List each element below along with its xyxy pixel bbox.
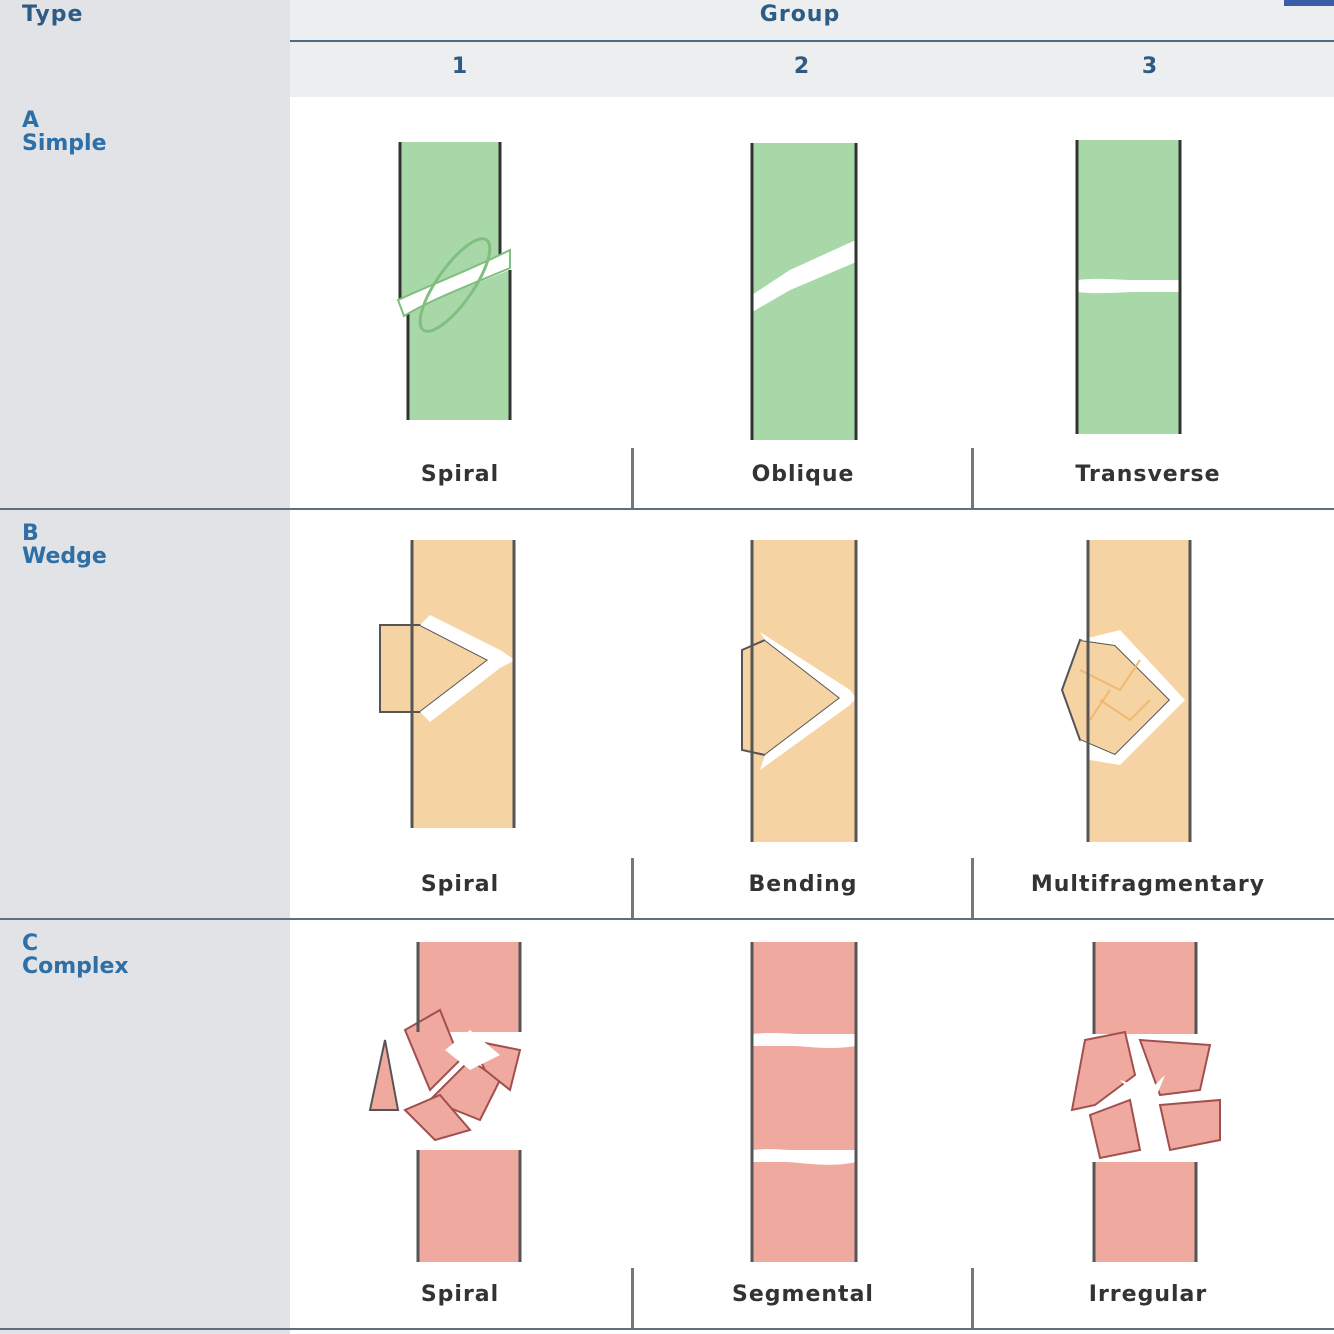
type-column: [0, 0, 290, 1334]
label-a3: Transverse: [978, 462, 1318, 487]
label-c3: Irregular: [978, 1282, 1318, 1307]
row-a-name: Simple: [22, 133, 107, 155]
bone-oblique-icon: [752, 143, 856, 440]
label-b3: Multifragmentary: [978, 872, 1318, 897]
row-c-name: Complex: [22, 956, 129, 978]
label-b1: Spiral: [290, 872, 630, 897]
group-header-rule: [290, 40, 1334, 42]
label-b2: Bending: [633, 872, 973, 897]
group-number-3: 3: [1120, 54, 1180, 79]
bone-spiral-complex-icon: [370, 942, 520, 1262]
corner-mark: [1284, 0, 1334, 6]
label-c1: Spiral: [290, 1282, 630, 1307]
group-number-2: 2: [772, 54, 832, 79]
row-c-letter: C: [22, 933, 38, 955]
label-a1: Spiral: [290, 462, 630, 487]
bone-multifragmentary-wedge-icon: [1062, 540, 1190, 842]
bone-spiral-simple-icon: [398, 142, 510, 420]
row-a-letter: A: [22, 110, 39, 132]
row-b-name: Wedge: [22, 546, 107, 568]
bone-transverse-icon: [1077, 140, 1180, 434]
group-header: Group: [700, 2, 900, 27]
bone-irregular-icon: [1072, 942, 1220, 1262]
label-c2: Segmental: [633, 1282, 973, 1307]
label-a2: Oblique: [633, 462, 973, 487]
bone-bending-wedge-icon: [742, 540, 856, 842]
type-header: Type: [22, 2, 83, 27]
row-b-letter: B: [22, 523, 39, 545]
fracture-illustrations: [290, 97, 1334, 1334]
bone-segmental-icon: [752, 942, 856, 1262]
group-number-1: 1: [430, 54, 490, 79]
bone-spiral-wedge-icon: [380, 540, 515, 828]
